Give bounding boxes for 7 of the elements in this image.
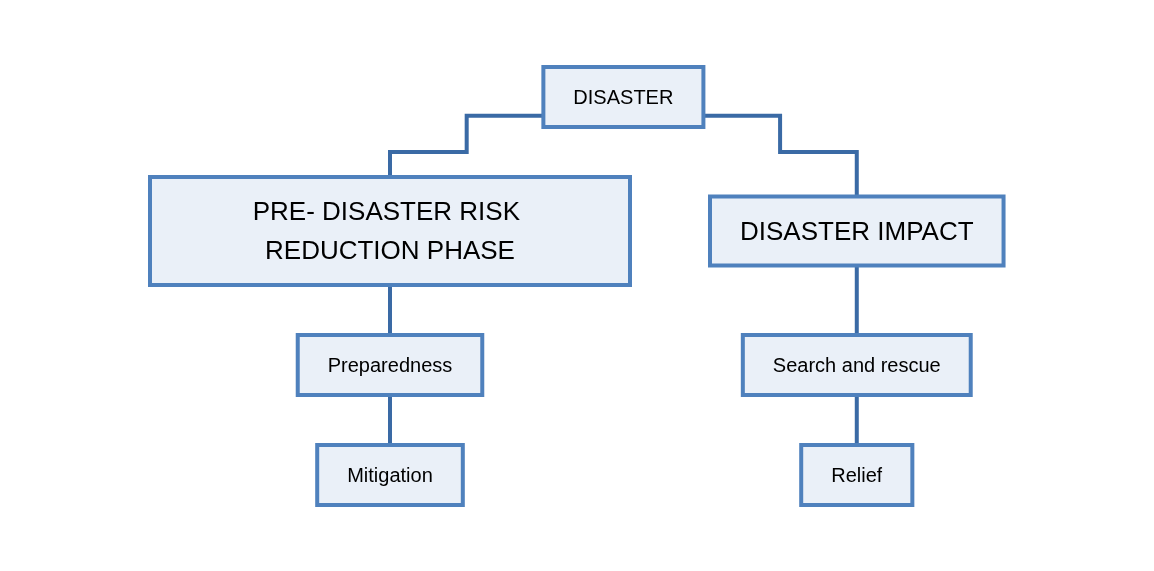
node-box: DISASTER IMPACT [708, 194, 1006, 267]
node-box: Mitigation [315, 442, 465, 507]
node-box: Relief [799, 442, 915, 507]
node-box: Search and rescue [741, 332, 973, 397]
node-box: Preparedness [295, 332, 485, 397]
node-box: PRE- DISASTER RISK REDUCTION PHASE [148, 174, 633, 287]
node-box: DISASTER [541, 64, 706, 129]
